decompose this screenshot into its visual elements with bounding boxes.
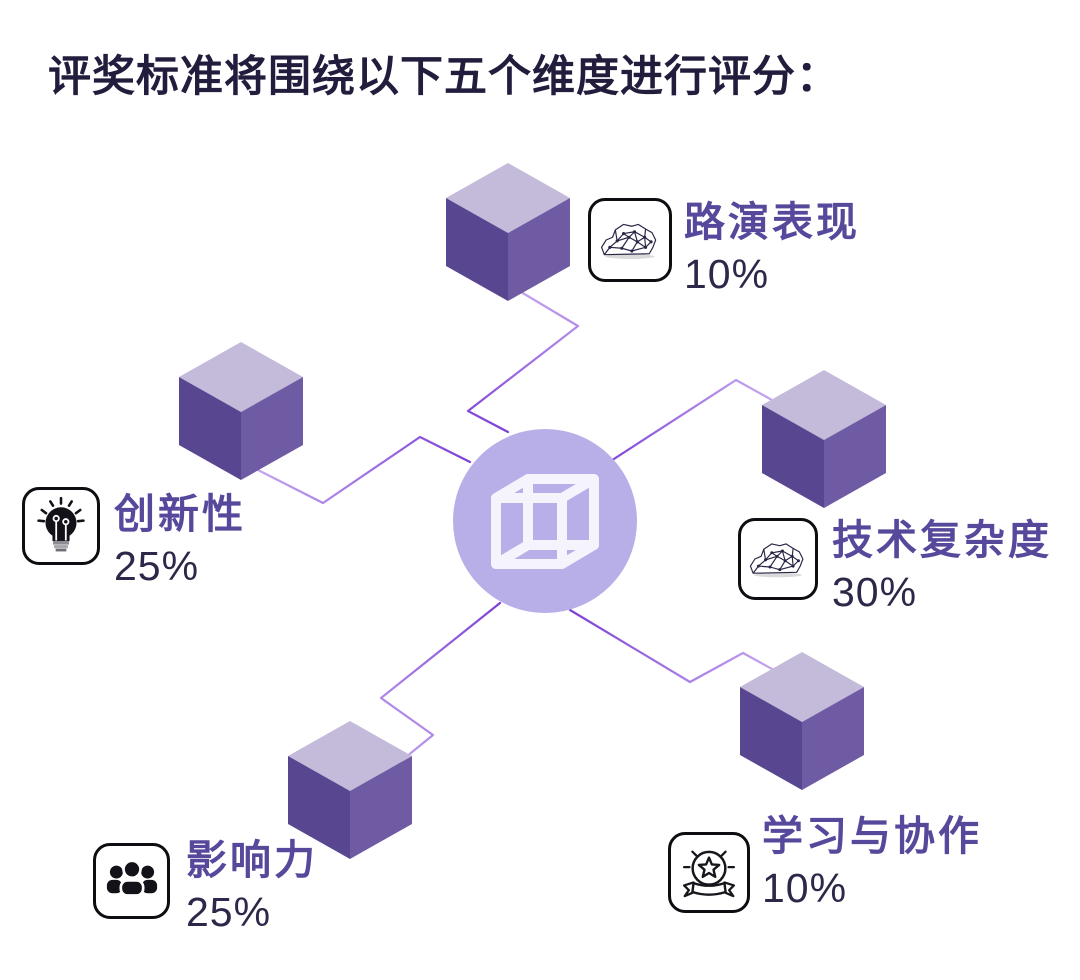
- network-cloud-icon: [600, 223, 657, 259]
- dimension-percent: 10%: [684, 251, 770, 298]
- icon-box: [588, 198, 672, 282]
- icon-box: [22, 487, 100, 565]
- lightbulb-icon: [37, 496, 85, 552]
- iso-cube-roadshow: [446, 163, 570, 301]
- badge-star-icon: [682, 850, 736, 897]
- network-cloud-icon: [749, 543, 804, 578]
- connector-learning: [568, 608, 774, 684]
- people-group-icon: [106, 859, 157, 897]
- connector-innovation: [254, 435, 472, 505]
- dimension-percent: 25%: [114, 543, 200, 590]
- dimension-percent: 10%: [762, 865, 848, 912]
- icon-box: [668, 832, 750, 913]
- dimension-label: 路演表现: [684, 199, 860, 245]
- dimension-percent: 30%: [832, 569, 918, 616]
- connector-roadshow: [466, 287, 580, 434]
- dimension-percent: 25%: [186, 889, 272, 936]
- connector-impact: [379, 601, 502, 772]
- iso-cube-learning: [740, 652, 864, 790]
- iso-cube-innovation: [179, 342, 303, 480]
- icon-box: [738, 518, 818, 600]
- dimension-label: 创新性: [114, 491, 246, 537]
- center-hub-circle: [453, 429, 637, 613]
- page-title: 评奖标准将围绕以下五个维度进行评分：: [48, 53, 840, 101]
- iso-cube-tech-complexity: [762, 370, 886, 508]
- icon-box: [93, 843, 170, 919]
- dimension-label: 学习与协作: [762, 813, 982, 859]
- connector-tech-complexity: [598, 378, 774, 470]
- dimension-label: 影响力: [186, 837, 318, 883]
- dimension-label: 技术复杂度: [832, 517, 1052, 563]
- wireframe-cube-icon: [491, 474, 599, 569]
